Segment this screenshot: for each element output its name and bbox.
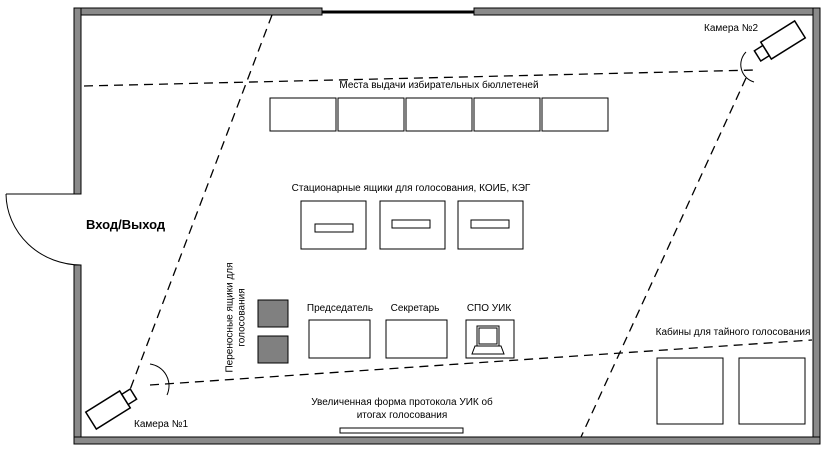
portable-boxes-label: Переносные ящики для голосования <box>224 262 248 373</box>
ballot-issue-tables <box>269 97 609 132</box>
ballot-issue-label: Места выдачи избирательных бюллетеней <box>339 80 539 91</box>
booths-label: Кабины для тайного голосования <box>655 327 811 338</box>
spo-label: СПО УИК <box>466 303 512 314</box>
voting-booths <box>656 357 806 425</box>
stationary-ballot-boxes <box>300 200 524 250</box>
window-frame <box>321 8 475 15</box>
camera-2-label: Камера №2 <box>704 23 759 34</box>
stationary-boxes-label: Стационарные ящики для голосования, КОИБ… <box>291 183 531 194</box>
camera-2-icon <box>740 19 807 83</box>
camera-1-icon <box>84 363 170 431</box>
secretary-label: Секретарь <box>390 303 440 314</box>
protocol-board <box>339 427 464 434</box>
protocol-label-line1: Увеличенная форма протокола УИК об <box>311 397 493 408</box>
protocol-label-line2: итогах голосования <box>356 410 448 421</box>
camera-1-label: Камера №1 <box>134 419 189 430</box>
camera-coverage-lines <box>83 14 813 438</box>
portable-ballot-boxes <box>257 299 289 364</box>
entry-exit-label: Вход/Выход <box>86 217 166 232</box>
laptop-icon <box>471 325 505 355</box>
door-swing-icon <box>5 193 82 266</box>
chairman-label: Председатель <box>306 303 374 314</box>
